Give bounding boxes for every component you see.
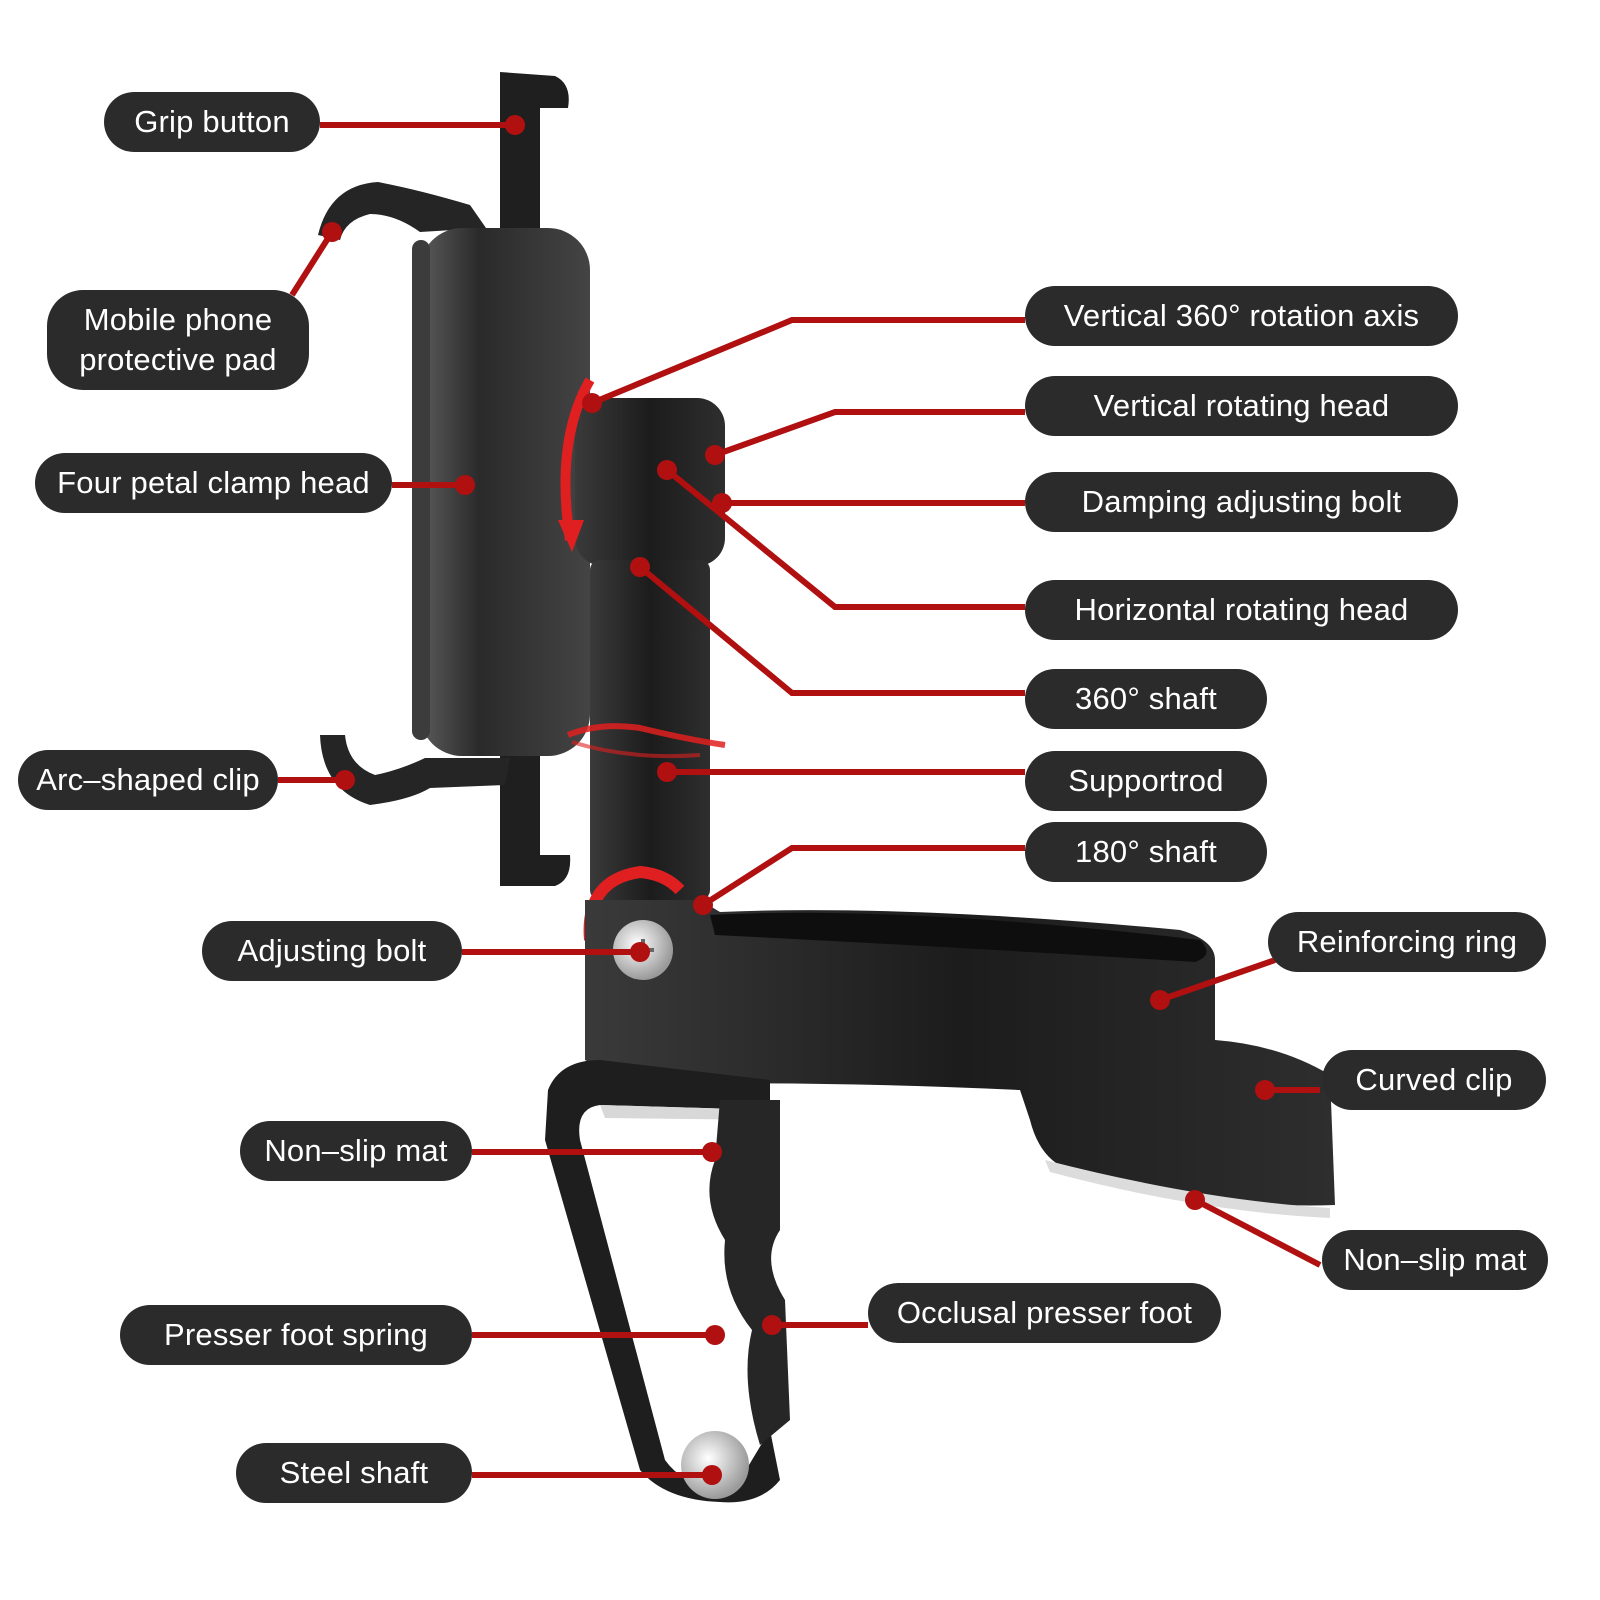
label-steel-shaft: Steel shaft — [236, 1443, 472, 1503]
leader-reinforcing-ring — [1159, 957, 1276, 1003]
label-grip-button: Grip button — [104, 92, 320, 152]
leader-shaft-360 — [638, 564, 1025, 696]
label-four-petal-clamp-head: Four petal clamp head — [35, 453, 392, 513]
grip-button-arm — [500, 72, 569, 250]
anchor-vertical-rotating-head — [705, 445, 725, 465]
protective-pad-edge — [412, 240, 430, 740]
vertical-rotation-arrow — [560, 377, 595, 541]
anchor-clamp-head — [455, 475, 475, 495]
label-arc-shaped-clip: Arc–shaped clip — [18, 750, 278, 810]
label-180-shaft: 180° shaft — [1025, 822, 1267, 882]
label-curved-clip: Curved clip — [1322, 1050, 1546, 1110]
anchor-steel-shaft — [702, 1465, 722, 1485]
anchor-arc-clip — [335, 770, 355, 790]
leader-vertical-rotation-axis — [590, 317, 1025, 406]
anchor-non-slip-mat-right — [1185, 1190, 1205, 1210]
occlusal-presser-foot-body — [709, 1100, 790, 1445]
anchor-shaft-180 — [693, 895, 713, 915]
label-360-shaft: 360° shaft — [1025, 669, 1267, 729]
anchor-non-slip-mat-left — [702, 1142, 722, 1162]
leader-non-slip-mat-right — [1193, 1197, 1322, 1268]
leader-protective-pad — [289, 230, 335, 297]
label-protective-pad: Mobile phone protective pad — [47, 290, 309, 390]
label-vertical-rotating-head: Vertical rotating head — [1025, 376, 1458, 436]
bottom-grip-arm — [500, 740, 571, 886]
vertical-rotation-arrowhead — [558, 520, 584, 552]
label-damping-adjusting-bolt: Damping adjusting bolt — [1025, 472, 1458, 532]
steel-shaft-pin — [681, 1431, 749, 1499]
label-adjusting-bolt: Adjusting bolt — [202, 921, 462, 981]
label-reinforcing-ring: Reinforcing ring — [1268, 912, 1546, 972]
label-supportrod: Supportrod — [1025, 751, 1267, 811]
label-vertical-rotation-axis: Vertical 360° rotation axis — [1025, 286, 1458, 346]
label-presser-foot-spring: Presser foot spring — [120, 1305, 472, 1365]
leader-shaft-180 — [701, 845, 1025, 908]
four-petal-clamp-head-body — [420, 228, 590, 756]
upper-arc-clip — [318, 182, 486, 240]
label-occlusal-presser-foot: Occlusal presser foot — [868, 1283, 1221, 1343]
anchor-vertical-rotation-axis — [582, 393, 602, 413]
anchor-protective-pad — [322, 222, 342, 242]
horizontal-rotation-arrow-back — [571, 740, 701, 759]
leader-horizontal-rotating-head — [665, 467, 1025, 610]
lower-arc-clip — [320, 735, 510, 805]
leader-vertical-rotating-head — [713, 409, 1025, 458]
anchor-curved-clip — [1255, 1080, 1275, 1100]
horizontal-rotation-arrow — [566, 723, 726, 748]
vertical-rotating-head-body — [575, 398, 725, 566]
label-horizontal-rotating-head: Horizontal rotating head — [1025, 580, 1458, 640]
anchor-supportrod — [657, 762, 677, 782]
anchor-occlusal-presser-foot — [762, 1315, 782, 1335]
anchor-adjusting-bolt — [630, 942, 650, 962]
anchor-horizontal-rotating-head — [657, 460, 677, 480]
reinforcing-ring-hole — [710, 912, 1207, 962]
phone-mount-product — [318, 72, 1335, 1503]
curved-clip-mat — [1045, 1160, 1330, 1218]
anchor-reinforcing-ring — [1150, 990, 1170, 1010]
anchor-shaft-360 — [630, 557, 650, 577]
anchor-presser-foot-spring — [705, 1325, 725, 1345]
curved-clip-body — [585, 900, 1335, 1206]
label-non-slip-mat-right: Non–slip mat — [1322, 1230, 1548, 1290]
leader-lines — [278, 115, 1322, 1485]
label-non-slip-mat-left: Non–slip mat — [240, 1121, 472, 1181]
anchor-grip-button — [505, 115, 525, 135]
